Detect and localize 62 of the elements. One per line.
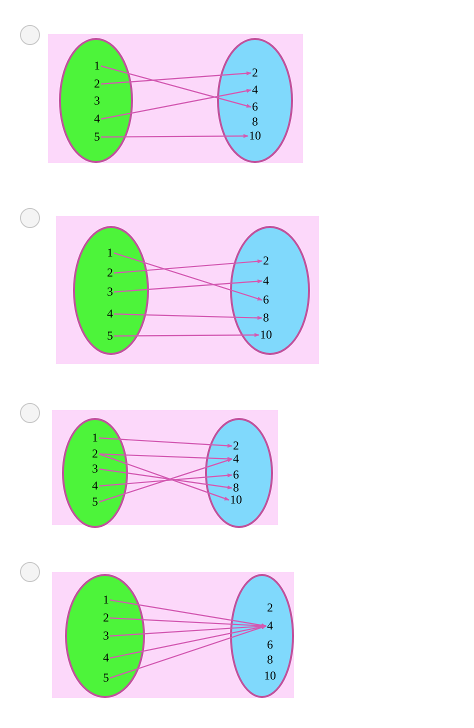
number-label: 3: [107, 286, 113, 298]
panel-background: [52, 410, 278, 525]
number-label: 4: [252, 84, 258, 96]
number-label: 2: [267, 602, 273, 614]
mapping-arrow: [100, 88, 252, 120]
mapping-arrow: [100, 65, 252, 108]
number-label: 6: [267, 638, 273, 652]
number-label: 5: [94, 130, 100, 144]
mapping-arrow: [114, 279, 262, 293]
number-label: 2: [233, 440, 239, 452]
number-label: 5: [92, 496, 98, 508]
panel-background: [48, 34, 303, 163]
mapping-arrow: [114, 252, 262, 301]
number-label: 10: [260, 328, 272, 342]
number-label: 2: [263, 254, 269, 268]
number-label: 10: [249, 130, 261, 142]
mapping-arrow: [98, 437, 232, 448]
mapping-arrow: [98, 453, 232, 461]
number-label: 4: [233, 452, 239, 466]
number-label: 3: [94, 94, 100, 108]
number-label: 8: [263, 312, 269, 324]
number-label: 3: [103, 630, 109, 642]
number-label: 3: [92, 462, 98, 476]
number-label: 5: [103, 672, 109, 684]
number-label: 1: [92, 432, 98, 444]
number-label: 6: [252, 100, 258, 114]
panel-background: [52, 572, 294, 698]
number-label: 10: [264, 670, 276, 682]
number-label: 2: [94, 78, 100, 90]
number-label: 10: [230, 494, 242, 506]
number-label: 1: [103, 594, 109, 606]
number-label: 4: [267, 620, 273, 632]
number-label: 4: [263, 274, 269, 288]
number-label: 5: [107, 330, 113, 342]
number-label: 8: [252, 116, 258, 128]
mapping-arrow: [98, 473, 232, 487]
number-label: 2: [92, 448, 98, 460]
mapping-arrow: [114, 313, 262, 320]
mapping-arrow: [114, 259, 262, 274]
mapping-arrow: [114, 333, 260, 338]
number-label: 6: [263, 294, 269, 306]
number-label: 8: [267, 654, 273, 666]
number-label: 2: [252, 66, 258, 80]
mapping-arrow: [110, 599, 266, 628]
panel-background: [56, 216, 319, 364]
mapping-arrow: [110, 624, 266, 637]
number-label: 4: [103, 652, 109, 664]
mapping-arrow: [110, 617, 266, 628]
number-label: 1: [94, 60, 100, 72]
number-label: 4: [92, 480, 98, 492]
mapping-arrow: [100, 71, 252, 85]
number-label: 1: [107, 246, 113, 260]
number-label: 4: [94, 112, 100, 126]
number-label: 8: [233, 482, 239, 494]
range-ellipse: [230, 574, 294, 698]
mapping-arrow: [101, 134, 248, 138]
mapping-arrow: [98, 468, 232, 490]
number-label: 2: [107, 266, 113, 280]
number-label: 6: [233, 468, 239, 482]
number-label: 4: [107, 308, 113, 320]
mapping-arrow: [110, 625, 266, 679]
number-label: 2: [103, 612, 109, 624]
